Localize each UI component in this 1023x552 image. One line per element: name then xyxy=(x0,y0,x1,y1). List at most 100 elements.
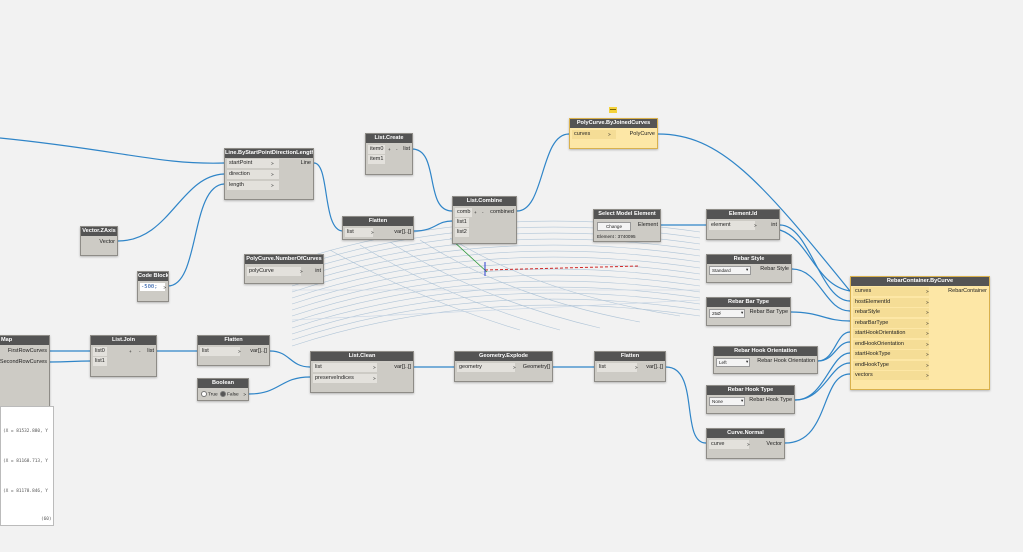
port-element[interactable]: element xyxy=(709,221,755,230)
port-list0[interactable]: list0 xyxy=(93,347,107,356)
port-rebar-bar-type[interactable]: rebarBarType xyxy=(853,318,929,328)
port-vector-out[interactable]: Vector xyxy=(99,239,115,245)
node-code-block[interactable]: Code Block -500; > xyxy=(137,271,169,302)
lacing-add[interactable]: + xyxy=(474,210,477,215)
chevron-down-icon[interactable]: ▾ xyxy=(746,359,749,364)
port-var-out[interactable]: var[]..[] xyxy=(250,348,267,354)
node-line-by-start-point[interactable]: Line.ByStartPointDirectionLength startPo… xyxy=(224,148,314,200)
port-curves[interactable]: curves xyxy=(853,287,929,296)
node-vector-zaxis[interactable]: Vector.ZAxis Vector xyxy=(80,226,118,256)
port-curves[interactable]: curves xyxy=(572,130,616,139)
port-list[interactable]: list xyxy=(313,363,377,372)
port-rebar-style-out[interactable]: Rebar Style xyxy=(760,266,789,272)
change-button[interactable]: Change xyxy=(597,222,631,231)
code-editor[interactable]: -500; xyxy=(140,283,165,291)
chevron-down-icon[interactable]: ▾ xyxy=(741,310,744,315)
port-rebar-container-out[interactable]: RebarContainer xyxy=(948,288,987,294)
hook-type-dropdown[interactable]: None xyxy=(709,397,745,406)
port-polycurve[interactable]: polyCurve xyxy=(247,267,301,276)
boolean-true-option[interactable]: True xyxy=(201,391,218,398)
port-int-out[interactable]: int xyxy=(315,268,321,274)
node-map[interactable]: Map FirstRowCurves SecondRowCurves xyxy=(0,335,50,407)
rebar-bar-type-dropdown[interactable]: 25Ø xyxy=(709,309,745,318)
port-preserve-indices[interactable]: preserveIndices xyxy=(313,374,377,383)
port-element-out[interactable]: Element xyxy=(637,222,658,228)
node-list-combine[interactable]: List.Combine comb + - list1 list2 combin… xyxy=(452,196,517,244)
node-boolean[interactable]: Boolean True False > xyxy=(197,378,249,401)
port-list[interactable]: list xyxy=(200,347,240,356)
port-rebar-style[interactable]: rebarStyle xyxy=(853,308,929,317)
port-end-hook-type[interactable]: endHookType xyxy=(853,360,929,370)
port-list1[interactable]: list1 xyxy=(455,218,469,227)
port-line-out[interactable]: Line xyxy=(300,160,311,166)
port-second-row-curves[interactable]: SecondRowCurves xyxy=(0,359,47,365)
node-rebar-style[interactable]: Rebar Style Standard ▾ Rebar Style xyxy=(706,254,792,283)
node-polycurve-number-of-curves[interactable]: PolyCurve.NumberOfCurves polyCurve > int xyxy=(244,254,324,284)
port-start-hook-type[interactable]: startHookType xyxy=(853,350,929,359)
port-curve[interactable]: curve xyxy=(709,440,749,449)
port-var-out[interactable]: var[]..[] xyxy=(646,364,663,370)
node-rebar-container-by-curve[interactable]: RebarContainer.ByCurve curves hostElemen… xyxy=(850,276,990,390)
node-list-clean[interactable]: List.Clean list > preserveIndices > var[… xyxy=(310,351,414,393)
port-list[interactable]: list xyxy=(345,228,373,237)
port-list-out[interactable]: list xyxy=(147,348,154,354)
lacing-remove[interactable]: - xyxy=(482,210,484,215)
wire-hooktype-container2 xyxy=(794,362,851,401)
port-item0[interactable]: item0 xyxy=(368,145,386,154)
port-length[interactable]: length xyxy=(227,181,279,190)
port-list-out[interactable]: list xyxy=(403,146,410,152)
node-title: Rebar Hook Orientation xyxy=(714,347,817,356)
port-host-element-id[interactable]: hostElementId xyxy=(853,297,929,307)
lacing-add[interactable]: + xyxy=(129,349,132,354)
port-direction[interactable]: direction xyxy=(227,170,279,179)
port-list[interactable]: list xyxy=(597,363,637,372)
node-polycurve-by-joined-curves[interactable]: PolyCurve.ByJoinedCurves curves > PolyCu… xyxy=(569,118,658,149)
port-int-out[interactable]: int xyxy=(771,222,777,228)
node-flatten-1[interactable]: Flatten list > var[]..[] xyxy=(342,216,414,240)
port-list1[interactable]: list1 xyxy=(93,357,107,366)
node-flatten-3[interactable]: Flatten list > var[]..[] xyxy=(594,351,666,382)
port-comb[interactable]: comb xyxy=(455,208,473,217)
watch-line-1: (X = 81532.880, Y xyxy=(3,429,48,434)
node-geometry-explode[interactable]: Geometry.Explode geometry > Geometry[] xyxy=(454,351,553,382)
port-first-row-curves[interactable]: FirstRowCurves xyxy=(7,348,47,354)
node-curve-normal[interactable]: Curve.Normal curve > Vector xyxy=(706,428,785,459)
node-list-join[interactable]: List.Join list0 + - list1 list xyxy=(90,335,157,377)
port-polycurve-out[interactable]: PolyCurve xyxy=(629,131,655,137)
watch-preview-panel[interactable]: (X = 81532.880, Y (X = 81168.713, Y (X =… xyxy=(0,406,54,526)
port-item1[interactable]: item1 xyxy=(368,155,386,164)
node-rebar-hook-type[interactable]: Rebar Hook Type None ▾ Rebar Hook Type xyxy=(706,385,795,414)
port-hook-orientation-out[interactable]: Rebar Hook Orientation xyxy=(757,358,815,364)
node-list-create[interactable]: List.Create item0 + - item1 list xyxy=(365,133,413,175)
port-var-out[interactable]: var[]..[] xyxy=(394,229,411,235)
port-hook-type-out[interactable]: Rebar Hook Type xyxy=(749,397,792,403)
node-title: List.Join xyxy=(91,336,156,345)
geometry-preview xyxy=(291,220,701,347)
port-end-hook-orientation[interactable]: endHookOrientation xyxy=(853,339,929,349)
port-startpoint[interactable]: startPoint xyxy=(227,159,279,168)
lacing-remove[interactable]: - xyxy=(396,147,398,152)
port-geometry-out[interactable]: Geometry[] xyxy=(522,364,550,370)
port-geometry[interactable]: geometry xyxy=(457,363,515,372)
chevron-down-icon[interactable]: ▾ xyxy=(746,267,749,272)
wire-line-flatten1 xyxy=(313,162,344,232)
node-element-id[interactable]: Element.Id element > int xyxy=(706,209,780,240)
chevron-down-icon[interactable]: ▾ xyxy=(741,398,744,403)
node-select-model-element[interactable]: Select Model Element Change Element Elem… xyxy=(593,209,661,242)
node-flatten-2[interactable]: Flatten list > var[]..[] xyxy=(197,335,270,366)
node-rebar-bar-type[interactable]: Rebar Bar Type 25Ø ▾ Rebar Bar Type xyxy=(706,297,791,326)
hook-orientation-dropdown[interactable]: Left xyxy=(716,358,750,367)
port-list2[interactable]: list2 xyxy=(455,228,469,237)
lacing-remove[interactable]: - xyxy=(139,349,141,354)
port-vectors[interactable]: vectors xyxy=(853,371,929,380)
port-vector-out[interactable]: Vector xyxy=(766,441,782,447)
port-rebar-bar-type-out[interactable]: Rebar Bar Type xyxy=(749,309,788,315)
rebar-style-dropdown[interactable]: Standard xyxy=(709,266,751,275)
port-var-out[interactable]: var[]..[] xyxy=(394,364,411,370)
boolean-false-option[interactable]: False xyxy=(220,391,239,398)
lacing-add[interactable]: + xyxy=(388,147,391,152)
port-combined-out[interactable]: combined xyxy=(490,209,514,215)
port-start-hook-orientation[interactable]: startHookOrientation xyxy=(853,329,929,338)
node-rebar-hook-orientation[interactable]: Rebar Hook Orientation Left ▾ Rebar Hook… xyxy=(713,346,818,374)
